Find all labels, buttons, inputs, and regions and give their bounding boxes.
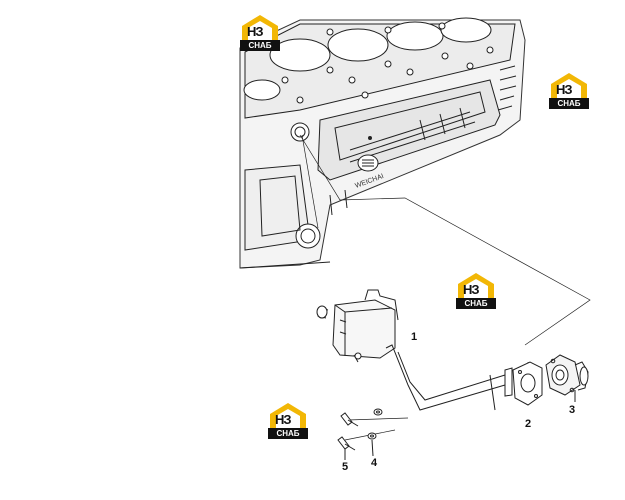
logo-letters: НЗ: [556, 82, 573, 97]
callout-4: 4: [371, 457, 378, 469]
nz-snab-logo-4: НЗ СНАБ: [268, 402, 308, 442]
part-1-cooler-assembly: [316, 289, 513, 411]
callout-3: 3: [569, 404, 576, 416]
logo-band: СНАБ: [549, 98, 589, 109]
house-logo-icon: [551, 73, 587, 98]
nz-snab-logo-3: НЗ СНАБ: [456, 272, 496, 312]
nz-snab-logo-2: НЗ СНАБ: [549, 72, 589, 112]
logo-band: СНАБ: [456, 298, 496, 309]
callout-1: 1: [411, 331, 418, 343]
house-logo-icon: [270, 403, 306, 428]
logo-band: СНАБ: [240, 40, 280, 51]
house-logo-icon: [242, 15, 278, 40]
part-5-bolts: [337, 412, 359, 460]
nz-snab-logo-1: НЗ СНАБ: [240, 14, 280, 54]
callout-5: 5: [342, 461, 349, 473]
part-2-gasket: [512, 361, 543, 406]
part-3-flange-fitting: [545, 354, 589, 402]
callout-2: 2: [525, 418, 532, 430]
logo-letters: НЗ: [275, 412, 292, 427]
logo-letters: НЗ: [247, 24, 264, 39]
logo-band: СНАБ: [268, 428, 308, 439]
logo-letters: НЗ: [463, 282, 480, 297]
leader-lines: [299, 134, 591, 441]
engine-block: WEICHAI: [239, 17, 526, 269]
part-4-washers: [367, 408, 383, 457]
house-logo-icon: [458, 273, 494, 298]
